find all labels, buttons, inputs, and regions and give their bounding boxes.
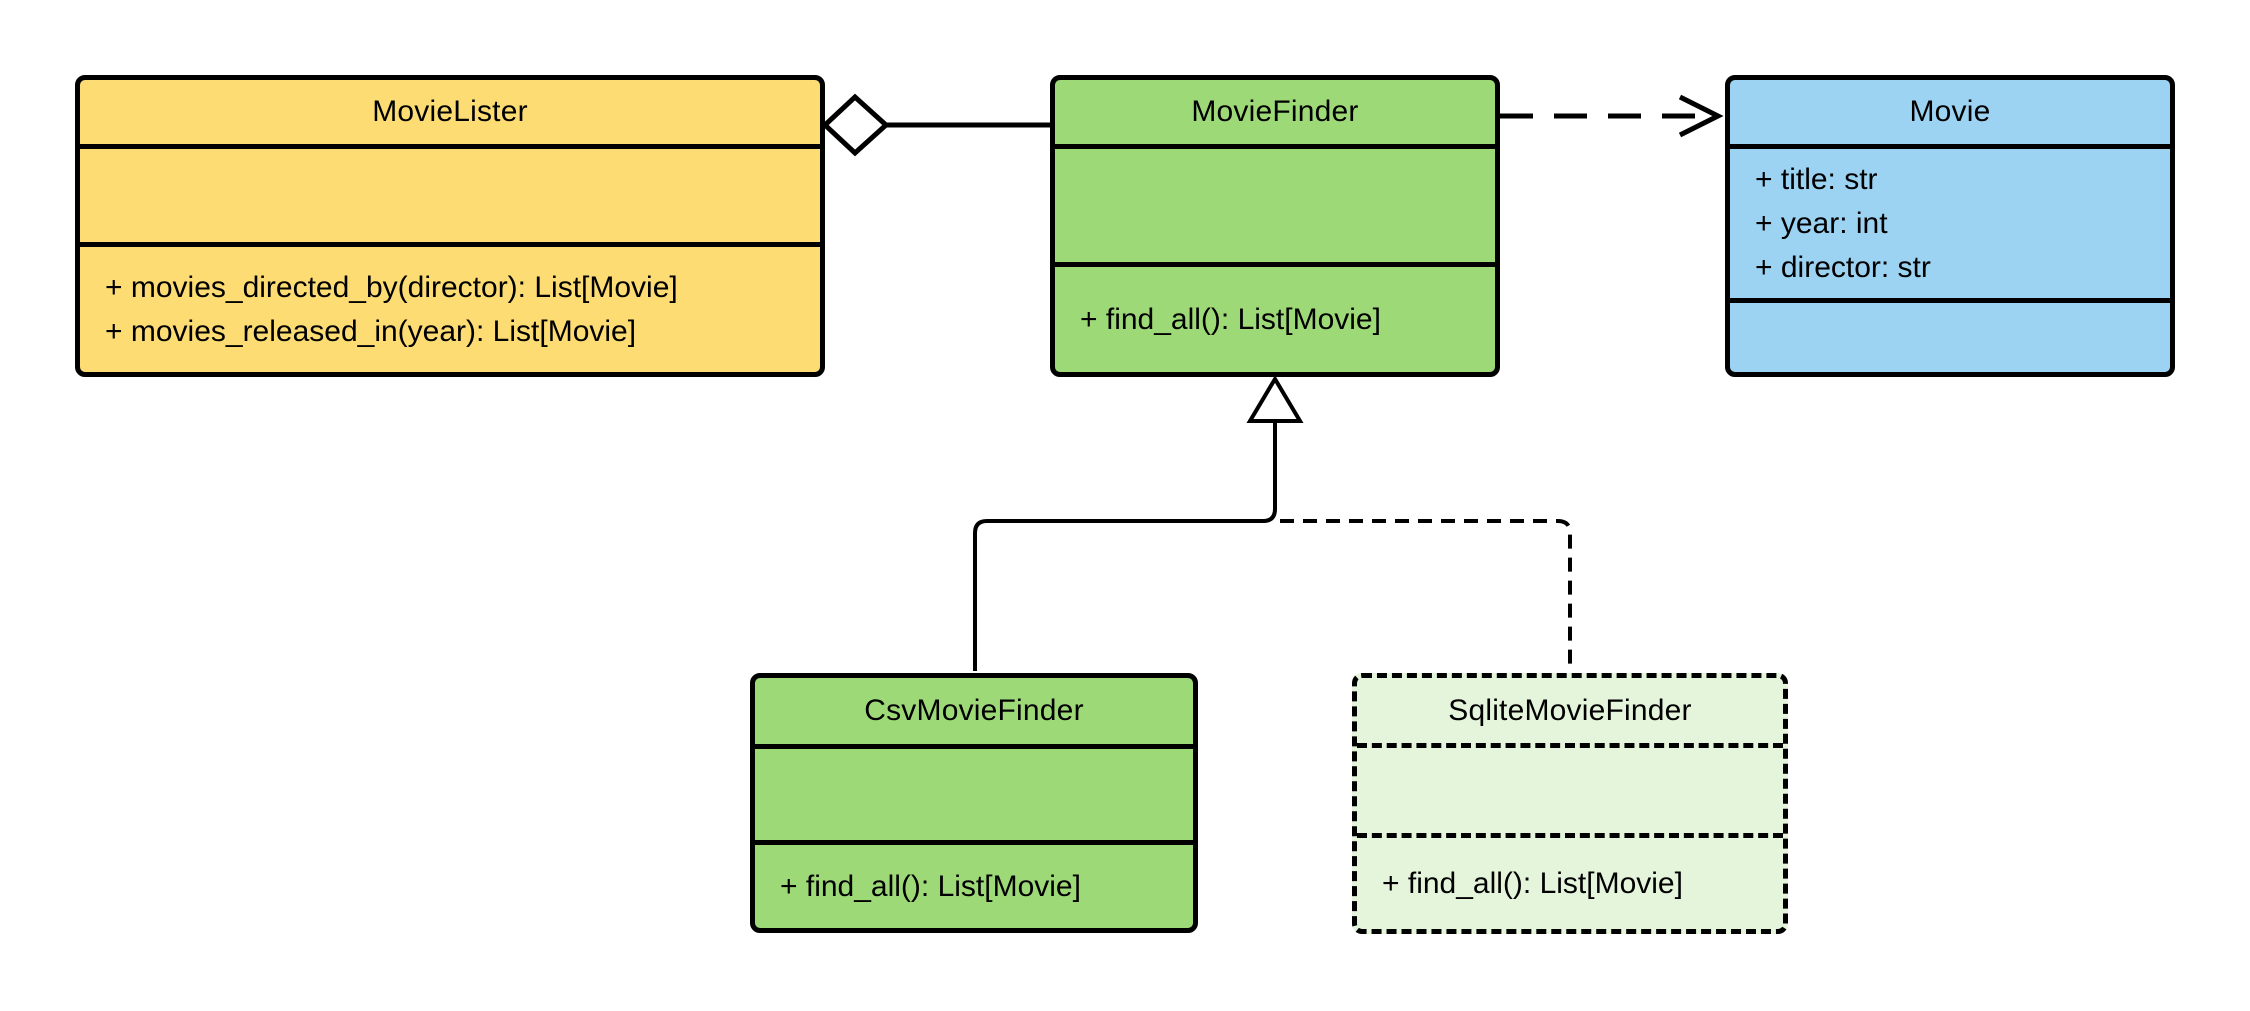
class-methods-sqlitemoviefinder: + find_all(): List[Movie] — [1357, 838, 1783, 929]
class-methods-moviefinder: + find_all(): List[Movie] — [1055, 267, 1495, 372]
class-methods-movielister: + movies_directed_by(director): List[Mov… — [80, 247, 820, 372]
class-title-movielister: MovieLister — [80, 80, 820, 149]
class-title-csvmoviefinder: CsvMovieFinder — [755, 678, 1193, 749]
method-entry: + find_all(): List[Movie] — [780, 869, 1081, 903]
class-box-movie: Movie + title: str + year: int + directo… — [1725, 75, 2175, 377]
class-name: Movie — [1909, 95, 1991, 128]
class-box-moviefinder: MovieFinder + find_all(): List[Movie] — [1050, 75, 1500, 377]
attribute-entry: + director: str — [1755, 250, 1931, 284]
class-title-movie: Movie — [1730, 80, 2170, 149]
dependency-open-arrowhead — [1678, 94, 1724, 138]
class-methods-csvmoviefinder: + find_all(): List[Movie] — [755, 845, 1193, 928]
method-entry: + find_all(): List[Movie] — [1080, 302, 1381, 336]
dependency-connector-moviefinder-movie — [1500, 94, 1724, 138]
method-entry: + find_all(): List[Movie] — [1382, 866, 1683, 900]
method-entry: + movies_directed_by(director): List[Mov… — [105, 270, 678, 304]
class-name: SqliteMovieFinder — [1448, 693, 1692, 727]
aggregation-diamond-marker — [821, 93, 890, 157]
class-box-sqlitemoviefinder: SqliteMovieFinder + find_all(): List[Mov… — [1352, 673, 1788, 934]
class-attributes-csvmoviefinder — [755, 749, 1193, 845]
class-name: CsvMovieFinder — [864, 694, 1084, 727]
class-title-moviefinder: MovieFinder — [1055, 80, 1495, 149]
generalization-triangle-marker — [1246, 375, 1304, 423]
generalization-connector-sqlitemoviefinder-moviefinder — [1280, 519, 1572, 671]
attribute-entry: + title: str — [1755, 162, 1878, 196]
class-name: MovieLister — [372, 95, 528, 128]
class-title-sqlitemoviefinder: SqliteMovieFinder — [1357, 678, 1783, 748]
class-attributes-moviefinder — [1055, 149, 1495, 267]
class-name: MovieFinder — [1191, 95, 1359, 128]
class-attributes-movie: + title: str + year: int + director: str — [1730, 149, 2170, 303]
class-attributes-sqlitemoviefinder — [1357, 748, 1783, 838]
aggregation-connector-movielister-moviefinder — [821, 93, 1050, 157]
class-box-csvmoviefinder: CsvMovieFinder + find_all(): List[Movie] — [750, 673, 1198, 933]
generalization-connector-csvmoviefinder-moviefinder — [973, 375, 1304, 671]
class-attributes-movielister — [80, 149, 820, 247]
class-methods-movie — [1730, 303, 2170, 372]
class-box-movielister: MovieLister + movies_directed_by(directo… — [75, 75, 825, 377]
method-entry: + movies_released_in(year): List[Movie] — [105, 314, 637, 348]
attribute-entry: + year: int — [1755, 206, 1888, 240]
